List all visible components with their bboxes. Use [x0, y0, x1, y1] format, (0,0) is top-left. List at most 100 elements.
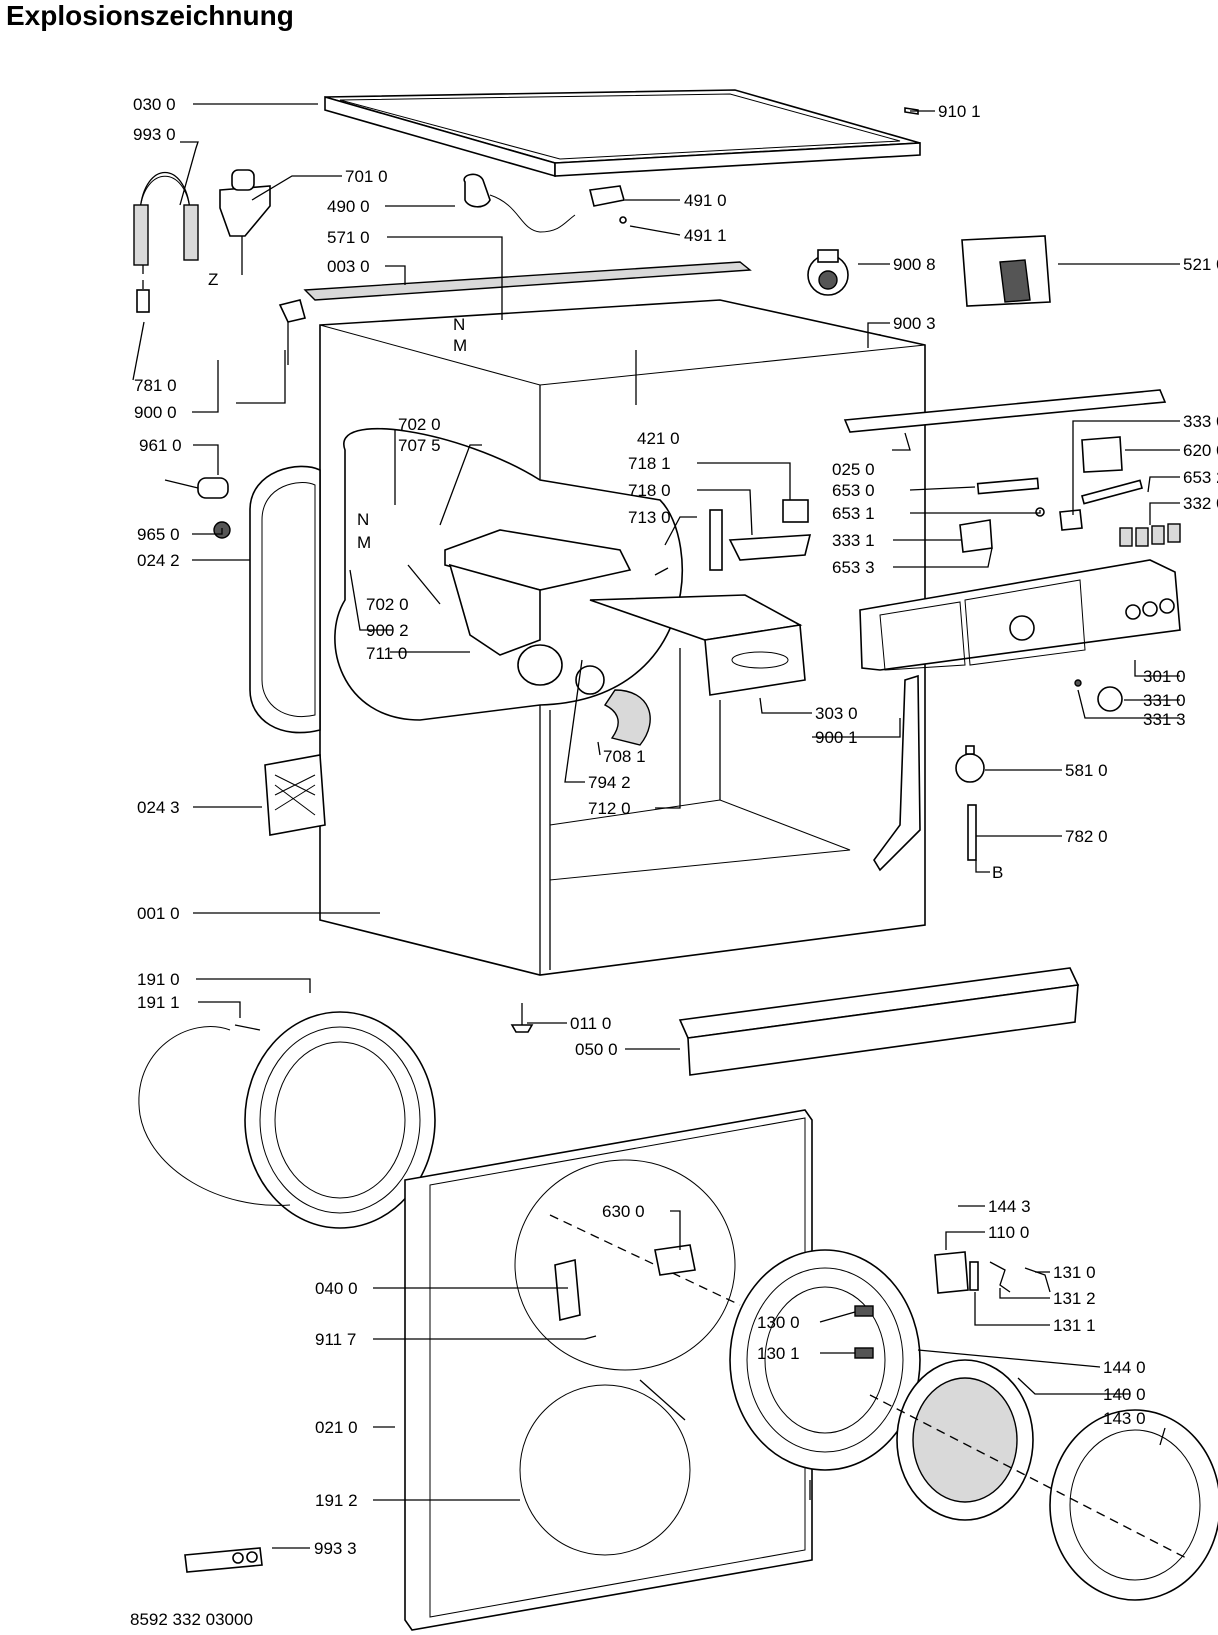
part-040-0 — [554, 1258, 581, 1322]
callout-144-3: 144 3 — [988, 1197, 1031, 1216]
callout-900-3: 900 3 — [893, 314, 936, 333]
screw-011-part — [510, 1003, 534, 1033]
marker-z: Z — [208, 270, 218, 289]
callout-900-0: 900 0 — [134, 403, 177, 422]
tool-993-3-part — [184, 1547, 263, 1573]
callout-024-3: 024 3 — [137, 798, 180, 817]
callout-961-0: 961 0 — [139, 436, 182, 455]
callout-332-0: 332 0 — [1183, 494, 1218, 513]
callout-301-0: 301 0 — [1143, 667, 1186, 686]
part-782-0 — [967, 804, 977, 861]
callout-718-0: 718 0 — [628, 481, 671, 500]
callout-labels: 030 0 993 0 701 0 490 0 491 0 491 1 571 … — [133, 95, 1218, 1558]
callout-131-0: 131 0 — [1053, 1263, 1096, 1282]
document-number: 8592 332 03000 — [130, 1610, 253, 1629]
callout-701-0: 701 0 — [345, 167, 388, 186]
callout-993-0: 993 0 — [133, 125, 176, 144]
parts-artwork — [133, 89, 1218, 1631]
callout-702-0-bottom: 702 0 — [366, 595, 409, 614]
callout-521-0: 521 0 — [1183, 255, 1218, 274]
part-333-0 — [1059, 509, 1083, 531]
inlet-part-701 — [219, 169, 306, 365]
callout-024-2: 024 2 — [137, 551, 180, 570]
part-331-3 — [1074, 679, 1082, 687]
callout-130-1: 130 1 — [757, 1344, 800, 1363]
callout-708-1: 708 1 — [603, 747, 646, 766]
part-653-0 — [976, 477, 1040, 495]
callout-712-0: 712 0 — [588, 799, 631, 818]
callout-050-0: 050 0 — [575, 1040, 618, 1059]
callout-021-0: 021 0 — [315, 1418, 358, 1437]
rail-900-1-part — [873, 674, 921, 872]
callout-490-0: 490 0 — [327, 197, 370, 216]
callout-653-2: 653 2 — [1183, 468, 1218, 487]
board-521-part — [961, 235, 1051, 307]
rail-025-part — [843, 389, 1167, 433]
callout-702-0-top: 702 0 — [398, 415, 441, 434]
hoses-993-0-part — [133, 171, 199, 313]
part-900-8 — [807, 249, 849, 296]
callout-707-5: 707 5 — [398, 436, 441, 455]
dispenser-711-part — [444, 529, 632, 695]
callout-333-1: 333 1 — [832, 531, 875, 550]
hinge-130-1 — [854, 1347, 874, 1359]
filter-cover-024-3-part — [264, 754, 326, 836]
callout-191-0: 191 0 — [137, 970, 180, 989]
callout-993-3: 993 3 — [314, 1539, 357, 1558]
marker-n-mid: N — [357, 510, 369, 529]
callout-711-0: 711 0 — [366, 644, 407, 663]
gasket-191-0-part — [138, 1011, 436, 1229]
callout-421-0: 421 0 — [637, 429, 680, 448]
callout-191-2: 191 2 — [315, 1491, 358, 1510]
top-rail-003-part — [303, 261, 752, 301]
callout-794-2: 794 2 — [588, 773, 631, 792]
callout-144-0: 144 0 — [1103, 1358, 1146, 1377]
spring-part — [639, 1379, 686, 1421]
part-653-2 — [1081, 479, 1143, 505]
callout-491-0: 491 0 — [684, 191, 727, 210]
callout-653-3: 653 3 — [832, 558, 875, 577]
callout-110-0: 110 0 — [988, 1223, 1029, 1242]
ring-140-0-part — [896, 1359, 1034, 1521]
callout-025-0: 025 0 — [832, 460, 875, 479]
part-333-1 — [959, 519, 993, 553]
hose-708-1-part — [603, 689, 651, 746]
callout-140-0: 140 0 — [1103, 1385, 1146, 1404]
callout-581-0: 581 0 — [1065, 761, 1108, 780]
callout-910-1: 910 1 — [938, 102, 981, 121]
page-title: Explosionszeichnung — [6, 0, 294, 31]
leader-lines — [132, 103, 1180, 1549]
ring-144-0-part — [729, 1249, 921, 1471]
hinge-130-0 — [854, 1305, 874, 1317]
callout-718-1: 718 1 — [628, 454, 671, 473]
callout-131-2: 131 2 — [1053, 1289, 1096, 1308]
frame-024-2-part — [249, 465, 321, 734]
door-143-0-part — [869, 1394, 1218, 1601]
callout-130-0: 130 0 — [757, 1313, 800, 1332]
callout-900-2: 900 2 — [366, 621, 409, 640]
part-332-0 — [1119, 523, 1181, 547]
drawer-303-part — [589, 594, 806, 696]
callout-620-0: 620 0 — [1183, 441, 1218, 460]
cabinet-001-part — [319, 299, 926, 976]
handle-110-part — [934, 1251, 1051, 1294]
marker-m-mid: M — [357, 533, 371, 552]
callout-040-0: 040 0 — [315, 1279, 358, 1298]
callout-491-1: 491 1 — [684, 226, 727, 245]
callout-001-0: 001 0 — [137, 904, 180, 923]
part-581-0 — [955, 745, 985, 783]
parts-718 — [654, 499, 812, 576]
marker-n-top: N — [453, 315, 465, 334]
board-620-part — [1081, 436, 1123, 473]
callout-900-1: 900 1 — [815, 728, 858, 747]
callout-911-7: 911 7 — [315, 1330, 356, 1349]
callout-030-0: 030 0 — [133, 95, 176, 114]
callout-781-0: 781 0 — [134, 376, 177, 395]
callout-965-0: 965 0 — [137, 525, 180, 544]
callout-303-0: 303 0 — [815, 704, 858, 723]
marker-b: B — [992, 863, 1003, 882]
callout-011-0: 011 0 — [570, 1014, 611, 1033]
top-lid-part — [324, 89, 921, 178]
callout-713-0: 713 0 — [628, 508, 671, 527]
callout-653-0: 653 0 — [832, 481, 875, 500]
